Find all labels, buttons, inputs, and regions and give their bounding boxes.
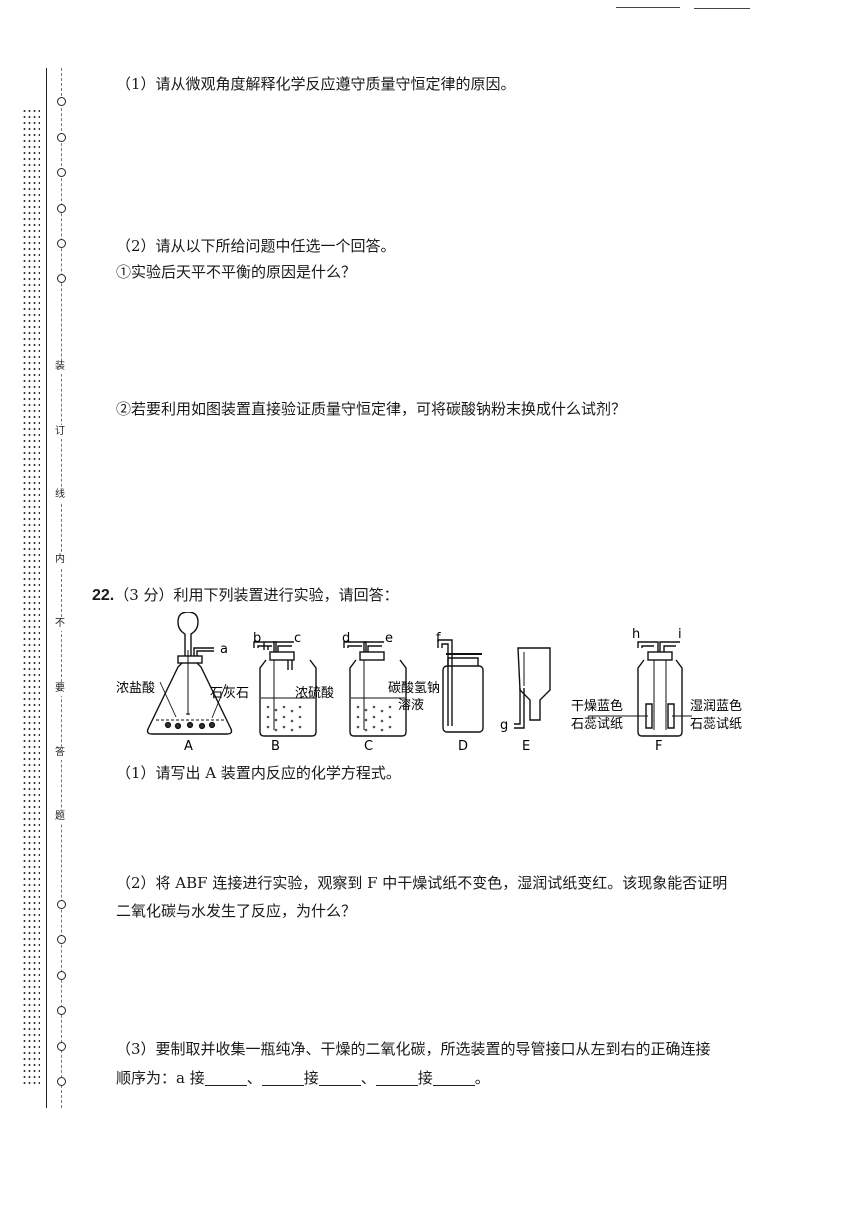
reagent-label: 碳酸氢钠: [388, 681, 440, 696]
binding-ring: [57, 133, 66, 142]
reagent-label: 石灰石: [210, 686, 249, 701]
binding-char: 装: [55, 360, 65, 374]
q22-part2-line1: （2）将 ABF 连接进行实验，观察到 F 中干燥试纸不变色，湿润试纸变红。该现…: [116, 874, 728, 892]
apparatus-letter: D: [458, 739, 468, 754]
apparatus-e: [514, 647, 551, 729]
reagent-label: 溶液: [398, 698, 424, 713]
binding-ring: [57, 935, 66, 944]
reagent-label: 石蕊试纸: [690, 717, 742, 732]
port-label-b: b: [253, 631, 261, 646]
apparatus-letter: A: [184, 739, 193, 754]
q22-part2-line2: 二氧化碳与水发生了反应，为什么？: [116, 902, 357, 920]
apparatus-letter: C: [364, 739, 373, 754]
answer-blank[interactable]: [375, 1071, 418, 1086]
period: 。: [474, 1069, 490, 1087]
port-label-g: g: [500, 718, 508, 733]
answer-blank[interactable]: [261, 1071, 304, 1086]
question-number: 22.: [92, 587, 115, 604]
port-label-d: d: [342, 631, 350, 646]
apparatus-c: [343, 641, 407, 737]
reagent-label: 浓盐酸: [116, 681, 155, 696]
q21-option1: ①实验后天平不平衡的原因是什么？: [116, 263, 357, 281]
binding-char: 题: [55, 810, 65, 824]
apparatus-d: [437, 639, 484, 733]
q22-header: 22.（3 分）利用下列装置进行实验，请回答：: [92, 585, 399, 606]
apparatus-b: [253, 641, 317, 737]
apparatus-f: [588, 641, 692, 737]
apparatus-figure: a b c d e f g h i 浓盐酸 石灰石 浓硫酸 碳酸氢钠 溶液 干燥…: [116, 612, 742, 754]
binding-char: 内: [55, 553, 65, 567]
port-label-e: e: [385, 631, 393, 646]
reagent-label: 湿润蓝色: [690, 698, 742, 714]
q21-part2-prompt: （2）请从以下所给问题中任选一个回答。: [116, 237, 396, 255]
binding-ring: [57, 274, 66, 283]
port-label-f: f: [436, 631, 441, 646]
q22-part1-prompt: （1）请写出 A 装置内反应的化学方程式。: [116, 764, 401, 782]
apparatus-letter: B: [271, 739, 280, 754]
q22-part3-line1: （3）要制取并收集一瓶纯净、干燥的二氧化碳，所选装置的导管接口从左到右的正确连接: [116, 1040, 711, 1058]
connector: 接: [417, 1069, 433, 1087]
binding-char: 要: [55, 682, 65, 696]
q21-option2: ②若要利用如图装置直接验证质量守恒定律，可将碳酸钠粉末换成什么试剂？: [116, 400, 627, 418]
binding-ring: [57, 1042, 66, 1051]
reagent-label: 石蕊试纸: [571, 717, 623, 732]
answer-blank[interactable]: [432, 1071, 475, 1086]
binding-ring: [57, 1077, 66, 1086]
binding-char: 答: [55, 746, 65, 760]
binding-ring: [57, 204, 66, 213]
answer-blank[interactable]: [204, 1071, 247, 1086]
binding-ring: [57, 971, 66, 980]
top-decoration-line: [616, 7, 680, 8]
apparatus-letter: E: [522, 739, 530, 754]
binding-ring: [57, 97, 66, 106]
apparatus-a: [146, 612, 233, 735]
q22-intro: （3 分）利用下列装置进行实验，请回答：: [114, 586, 399, 604]
binding-ring: [57, 168, 66, 177]
binding-ring: [57, 239, 66, 248]
binding-dots: [22, 108, 40, 1088]
port-label-c: c: [294, 631, 301, 646]
port-label-i: i: [678, 627, 682, 642]
answer-prefix: 顺序为：a 接: [116, 1069, 205, 1087]
port-label-a: a: [220, 642, 228, 657]
binding-char: 不: [55, 617, 65, 631]
connector: 接: [303, 1069, 319, 1087]
binding-char: 线: [55, 488, 65, 502]
separator: 、: [360, 1069, 376, 1087]
cut-line: [61, 68, 62, 1108]
binding-ring: [57, 900, 66, 909]
reagent-label: 干燥蓝色: [571, 698, 623, 714]
q21-part1-prompt: （1）请从微观角度解释化学反应遵守质量守恒定律的原因。: [116, 75, 516, 93]
answer-blank[interactable]: [318, 1071, 361, 1086]
separator: 、: [246, 1069, 262, 1087]
binding-char: 订: [55, 425, 65, 439]
margin-line: [46, 68, 47, 1108]
q22-part3-line2: 顺序为：a 接 、 接 、 接 。: [116, 1068, 490, 1088]
port-label-h: h: [632, 627, 640, 642]
reagent-label: 浓硫酸: [295, 686, 334, 701]
top-decoration-line: [694, 8, 750, 9]
binding-ring: [57, 1006, 66, 1015]
apparatus-letter: F: [655, 739, 662, 754]
